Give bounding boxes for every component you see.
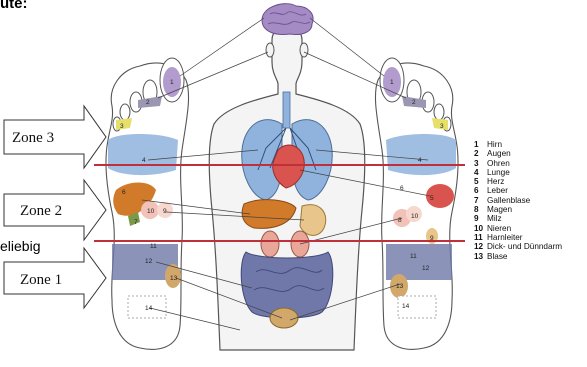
right-lung-zone xyxy=(386,134,456,175)
left-num: 11 xyxy=(150,243,157,250)
legend-label: Lunge xyxy=(487,168,510,177)
left-num: 4 xyxy=(142,157,146,164)
right-num: 6 xyxy=(400,185,404,192)
legend-number: 6 xyxy=(474,186,487,195)
legend-label: Augen xyxy=(487,149,511,158)
legend-row: 6Leber xyxy=(474,186,587,195)
body-figure xyxy=(209,4,365,350)
right-num: 14 xyxy=(402,303,410,310)
legend-label: Ohren xyxy=(487,159,510,168)
legend-label: Milz xyxy=(487,214,502,223)
right-num: 2 xyxy=(412,99,416,106)
left-num: 3 xyxy=(120,123,124,130)
legend-label: Herz xyxy=(487,177,504,186)
legend-label: Nieren xyxy=(487,224,511,233)
legend-number: 13 xyxy=(474,252,487,261)
right-num: 5 xyxy=(430,195,434,202)
brain-organ xyxy=(262,4,313,35)
legend-label: Leber xyxy=(487,186,508,195)
right-num: 4 xyxy=(418,157,422,164)
right-num: 11 xyxy=(410,253,417,260)
legend-label: Harnleiter xyxy=(487,233,523,242)
legend-label: Blase xyxy=(487,252,507,261)
legend-number: 9 xyxy=(474,214,487,223)
legend-number: 3 xyxy=(474,159,487,168)
legend-label: Gallenblase xyxy=(487,196,530,205)
zone-1-label: Zone 1 xyxy=(20,272,62,288)
left-num: 1 xyxy=(170,79,174,86)
right-num: 9 xyxy=(430,235,434,242)
clipped-side-text: eliebig xyxy=(0,238,40,254)
left-num: 2 xyxy=(146,99,150,106)
left-num: 10 xyxy=(147,208,155,215)
right-num: 8 xyxy=(398,217,402,224)
bladder-organ xyxy=(270,308,298,328)
zone-arrow-3: Zone 3 xyxy=(4,106,106,168)
legend-number: 8 xyxy=(474,205,487,214)
right-num: 10 xyxy=(411,213,419,220)
right-foot xyxy=(375,58,458,349)
left-num: 6 xyxy=(122,189,126,196)
left-num: 13 xyxy=(170,275,178,282)
clipped-heading-text: ute: xyxy=(0,0,28,12)
legend-label: Hirn xyxy=(487,140,502,149)
legend-label: Dick- und Dünndarm xyxy=(487,242,562,251)
left-num: 7 xyxy=(134,219,138,226)
legend-number: 2 xyxy=(474,149,487,158)
zone-arrow-1: Zone 1 xyxy=(4,248,106,308)
left-num: 9 xyxy=(163,208,167,215)
legend-number: 11 xyxy=(474,233,487,242)
zone-2-label: Zone 2 xyxy=(20,203,62,219)
right-num: 13 xyxy=(396,283,404,290)
kidney-left-organ xyxy=(261,231,279,257)
right-num: 1 xyxy=(390,79,394,86)
legend-number: 5 xyxy=(474,177,487,186)
right-num: 12 xyxy=(422,265,430,272)
legend-number: 4 xyxy=(474,168,487,177)
legend-number: 10 xyxy=(474,224,487,233)
zone-3-label: Zone 3 xyxy=(12,130,54,146)
left-num: 12 xyxy=(145,258,153,265)
right-num: 3 xyxy=(440,123,444,130)
legend-number: 7 xyxy=(474,196,487,205)
left-num: 14 xyxy=(145,305,153,312)
zone-arrow-2: Zone 2 xyxy=(4,180,106,240)
right-intestine-zone xyxy=(386,244,452,280)
legend-number: 1 xyxy=(474,140,487,149)
legend-label: Magen xyxy=(487,205,512,214)
left-lung-zone xyxy=(108,134,178,175)
legend-number: 12 xyxy=(474,242,487,251)
